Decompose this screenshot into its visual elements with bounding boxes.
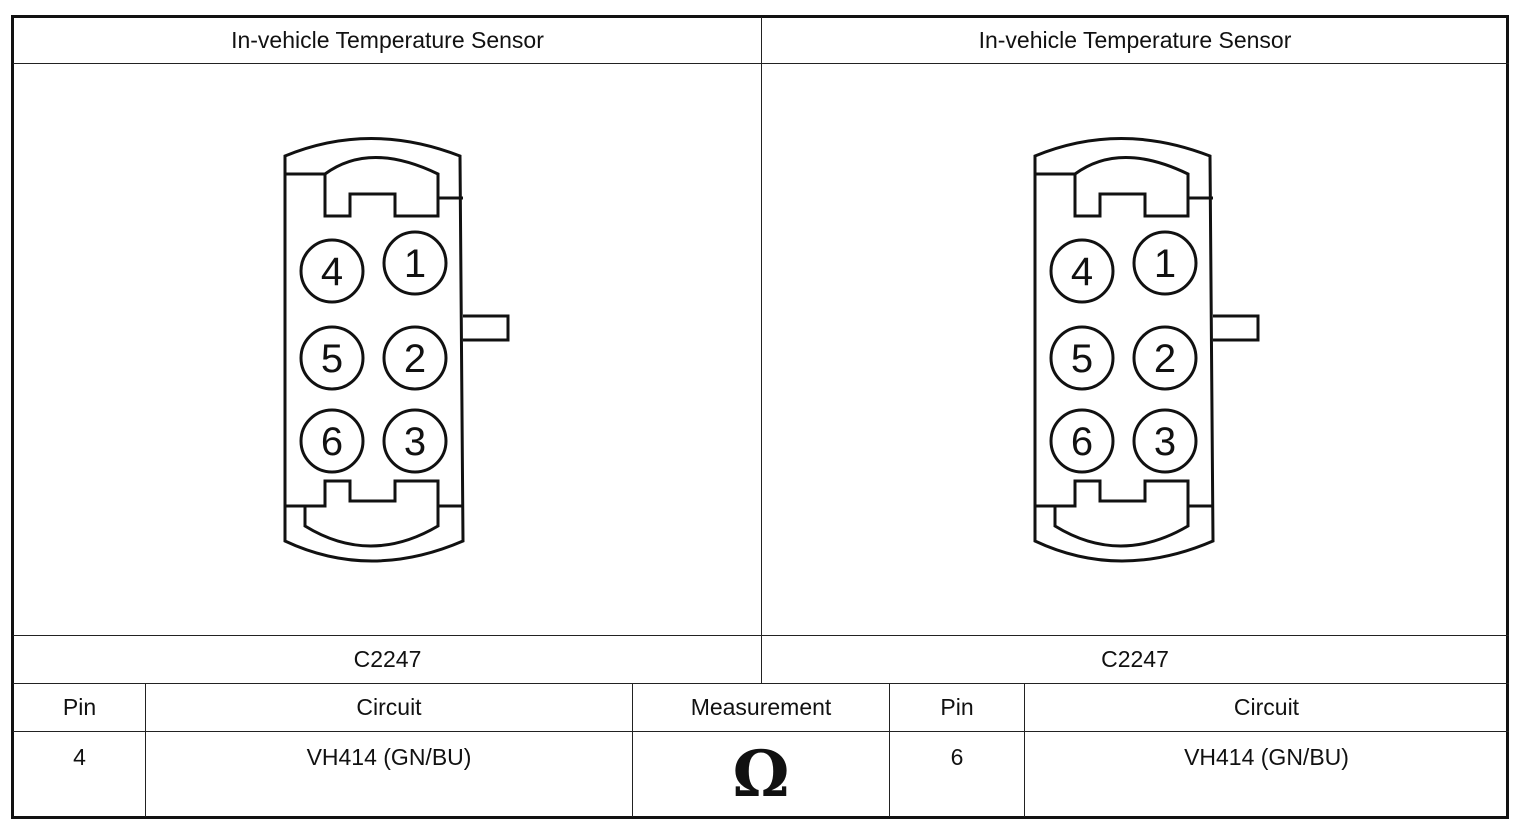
rule-header-bottom (13, 731, 1509, 732)
ohm-icon: Ω (732, 737, 790, 812)
rule-panel-divider (761, 17, 762, 684)
left-pin-label-4: 4 (321, 250, 343, 294)
row-pin-a: 4 (73, 744, 86, 770)
rule-col-1 (145, 683, 146, 817)
rule-col-4 (1024, 683, 1025, 817)
header-circuit-b: Circuit (1233, 694, 1300, 720)
diagram-frame (11, 15, 1509, 819)
right-pin-label-5: 5 (1071, 337, 1093, 381)
rule-col-2 (632, 683, 633, 817)
row-pin-b: 6 (950, 744, 964, 770)
left-connector-id: C2247 (353, 646, 422, 672)
right-pin-label-4: 4 (1071, 250, 1093, 294)
header-circuit-a: Circuit (356, 694, 422, 720)
left-pin-label-6: 6 (321, 420, 343, 464)
left-pin-label-1: 1 (404, 242, 426, 286)
right-pin-label-3: 3 (1154, 420, 1176, 464)
row-measurement: Ω (633, 732, 889, 817)
right-connector-id: C2247 (1101, 646, 1169, 672)
right-pin-label-2: 2 (1154, 337, 1176, 381)
left-pin-label-2: 2 (404, 337, 426, 381)
right-panel-title: In-vehicle Temperature Sensor (978, 27, 1292, 53)
left-connector-diagram: 4 1 5 2 6 3 (283, 137, 510, 563)
rule-col-3 (889, 683, 890, 817)
right-connector-diagram: 4 1 5 2 6 3 (1033, 137, 1260, 563)
row-circuit-b: VH414 (GN/BU) (1184, 744, 1349, 770)
left-pin-label-3: 3 (404, 420, 426, 464)
row-circuit-a: VH414 (GN/BU) (306, 744, 472, 770)
right-pin-label-1: 1 (1154, 242, 1176, 286)
left-pin-label-5: 5 (321, 337, 343, 381)
right-pin-label-6: 6 (1071, 420, 1093, 464)
left-panel-title: In-vehicle Temperature Sensor (231, 27, 544, 53)
header-pin-a: Pin (62, 694, 97, 720)
header-measurement: Measurement (690, 694, 832, 720)
header-pin-b: Pin (940, 694, 974, 720)
